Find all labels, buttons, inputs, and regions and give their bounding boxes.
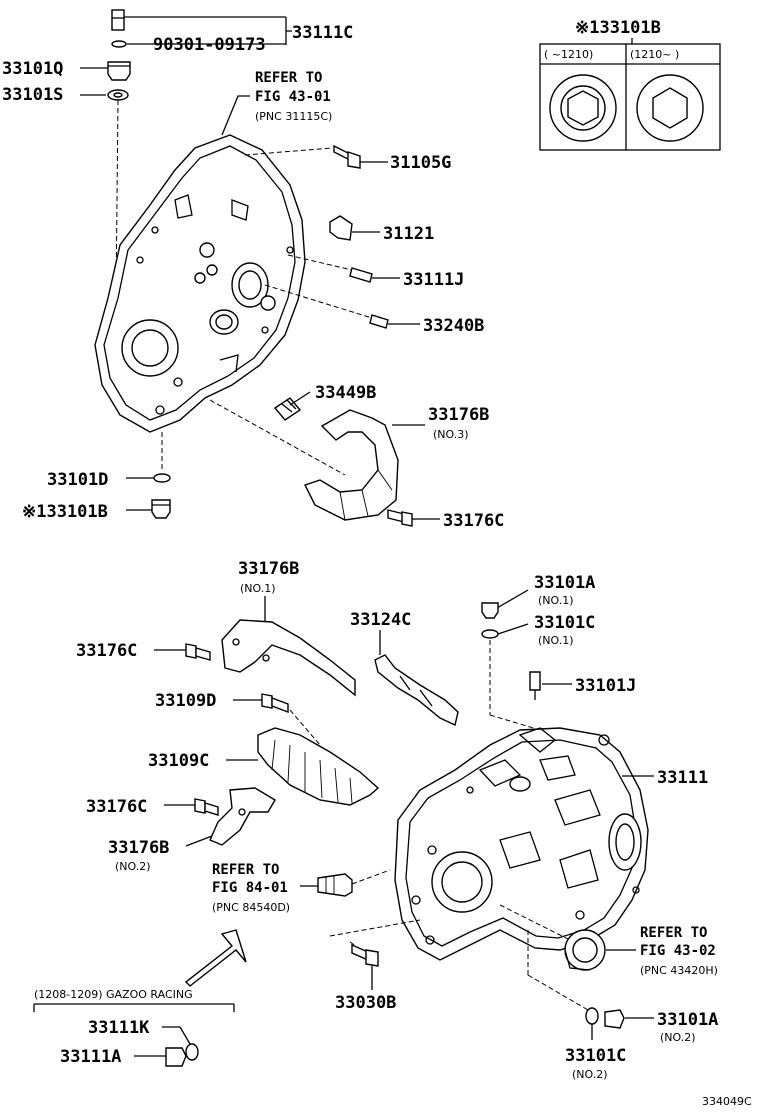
label-33101c-no2: 33101C [565, 1046, 626, 1066]
plug-33101q: 33101Q 33101S [2, 59, 131, 301]
shield-33109c: 33109C [148, 727, 380, 806]
sublabel-33176b-no2: (NO.2) [115, 860, 151, 873]
label-33176c-no2: 33176C [86, 797, 147, 817]
cover-33176b-no3: 33176B (NO.3) [209, 399, 489, 521]
bolt-33030b: 33030B [329, 919, 421, 1013]
diagram-code: 334049C [702, 1095, 752, 1108]
bolt-33176c-no2: 33176C [86, 797, 219, 817]
clutch-housing-upper [94, 134, 306, 433]
inset-col-right: (1210~ ) [630, 48, 679, 61]
label-33101j: 33101J [575, 676, 636, 696]
label-33240b: 33240B [423, 316, 484, 336]
gasket-33101d: 33101D [47, 432, 171, 490]
label-33101d: 33101D [47, 470, 108, 490]
inset-title: ※133101B [575, 18, 661, 38]
refer-fig-84-01: REFER TO FIG 84-01 (PNC 84540D) [184, 862, 391, 987]
refer-43-02-line2: FIG 43-02 [640, 943, 716, 959]
label-33176b-no3: 33176B [428, 405, 489, 425]
label-33111: 33111 [657, 768, 708, 788]
label-33124c: 33124C [350, 610, 411, 630]
sublabel-33176b-no1: (NO.1) [240, 582, 276, 595]
label-33176c-no1: 33176C [76, 641, 137, 661]
label-33101s: 33101S [2, 85, 63, 105]
pin-33111j: 33111J [287, 254, 464, 290]
sensor-33101j: 33101J [529, 671, 636, 700]
refer-fig-43-01: REFER TO FIG 43-01 (PNC 31115C) [221, 70, 332, 136]
bolt-33109d: 33109D [155, 691, 321, 746]
refer-43-02-line3: (PNC 43420H) [640, 964, 718, 977]
label-31121: 31121 [383, 224, 434, 244]
label-33176b-no2: 33176B [108, 838, 169, 858]
oil-seal-43-02: REFER TO FIG 43-02 (PNC 43420H) [499, 904, 718, 977]
pin-33240b: 33240B [264, 284, 484, 336]
label-33449b: 33449B [315, 383, 376, 403]
label-33101q: 33101Q [2, 59, 63, 79]
bracket-31121: 31121 [329, 215, 434, 244]
cover-33176b-no2: 33176B (NO.2) [108, 787, 276, 873]
gazoo-racing-group: (1208-1209) GAZOO RACING 33111K 33111A [33, 988, 235, 1067]
label-33176c-top: 33176C [443, 511, 504, 531]
bolt-33176c-no1: 33176C [76, 641, 211, 661]
label-33101a-no2: 33101A [657, 1010, 718, 1030]
label-33101a-no1: 33101A [534, 573, 595, 593]
label-33111c: 33111C [292, 23, 353, 43]
label-33111a: 33111A [60, 1047, 121, 1067]
rail-33124c: 33124C [350, 610, 459, 727]
label-33101b: ※133101B [22, 502, 108, 522]
plug-33101a-no2: 33101A (NO.2) 33101C (NO.2) [527, 930, 718, 1081]
plug-33101b: ※133101B [22, 499, 171, 522]
plate-33449b: 33449B [273, 383, 376, 421]
inset-col-left: ( ~1210) [544, 48, 593, 61]
bolt-33176c-top: 33176C [387, 509, 504, 531]
refer-84-01-line2: FIG 84-01 [212, 880, 288, 896]
label-33111j: 33111J [403, 270, 464, 290]
sublabel-33101a-no1: (NO.1) [538, 594, 574, 607]
label-33030b: 33030B [335, 993, 396, 1013]
refer-84-01-line1: REFER TO [212, 862, 279, 878]
plug-33111c: 33111C 90301-09173 [111, 9, 353, 55]
label-90301-09173: 90301-09173 [153, 35, 266, 55]
transaxle-case-33111: 33111 [394, 727, 708, 961]
label-33109d: 33109D [155, 691, 216, 711]
label-33111k: 33111K [88, 1018, 150, 1038]
refer-43-01-line2: FIG 43-01 [255, 89, 331, 105]
sublabel-33101c-no1: (NO.1) [538, 634, 574, 647]
refer-43-01-line1: REFER TO [255, 70, 322, 86]
refer-43-01-line3: (PNC 31115C) [255, 110, 332, 123]
label-33101c-no1: 33101C [534, 613, 595, 633]
label-33109c: 33109C [148, 751, 209, 771]
plug-33101a-no1: 33101A (NO.1) 33101C (NO.1) [481, 573, 595, 731]
refer-84-01-line3: (PNC 84540D) [212, 901, 290, 914]
label-33176b-no1: 33176B [238, 559, 299, 579]
bolt-31105g: 31105G [244, 144, 451, 173]
inset-33101b: ※133101B ( ~1210) (1210~ ) [539, 18, 721, 151]
sublabel-33101a-no2: (NO.2) [660, 1031, 696, 1044]
sublabel-33176b-no3: (NO.3) [433, 428, 469, 441]
label-31105g: 31105G [390, 153, 451, 173]
refer-43-02-line1: REFER TO [640, 925, 707, 941]
cover-33176b-no1: 33176B (NO.1) [221, 559, 356, 697]
sublabel-33101c-no2: (NO.2) [572, 1068, 608, 1081]
gazoo-racing-label: (1208-1209) GAZOO RACING [34, 988, 193, 1001]
